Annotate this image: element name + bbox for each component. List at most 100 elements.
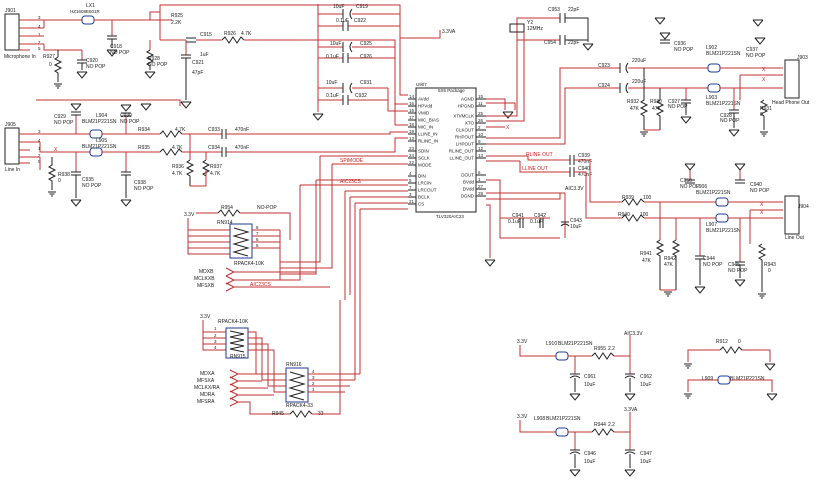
rn916-value: RPACK4-33 — [286, 403, 313, 409]
rn916-pin: 4 — [312, 369, 315, 374]
j904-label: J904 — [798, 204, 809, 210]
c940b-value: NO POP — [750, 188, 770, 194]
ic-pin-name: CS — [418, 202, 424, 207]
ferrite-l910 — [555, 351, 569, 361]
line-in-label: Line In — [5, 167, 20, 173]
c936-value: NO POP — [674, 47, 694, 53]
ic-pin-number: 13 — [478, 153, 484, 158]
ic-pin-name: SDIN — [418, 149, 429, 154]
jack-j904 — [784, 195, 800, 235]
ic-pin-name: XTI/MCLK — [453, 114, 474, 119]
c918-label: C918 — [110, 44, 122, 50]
c925-label: C925 — [360, 41, 372, 47]
jack-j903 — [784, 59, 800, 99]
c926-label: C926 — [360, 54, 372, 60]
ic-pin-number: 24 — [409, 153, 415, 158]
c930-label: C930 — [120, 113, 132, 119]
ic-pin-name: DIN — [418, 174, 426, 179]
c939-value: 470nF — [578, 159, 592, 165]
mic-in-section: J901 Microphone In 3 4 1 2 5 LX1 HZ1608E… — [4, 3, 408, 126]
resistor-pack-rn916 — [285, 367, 309, 403]
digital-section: SPIMODE AIC23CS 3.3V R954 NO-POP RN914 R… — [184, 155, 408, 388]
rn914-pin: 7 — [256, 231, 259, 236]
ic-pin-number: 21 — [409, 199, 415, 204]
ferrite-l909 — [717, 375, 731, 385]
resistor-pack-rn915 — [225, 327, 249, 359]
ic-pin-name: LLINE_IN — [418, 132, 438, 137]
ic-pin-name: DVdd — [463, 187, 475, 192]
rn914-value: RPACK4-10K — [234, 261, 265, 267]
mdxa-net: MDXA — [200, 371, 215, 377]
c924-value: 220uF — [632, 79, 646, 85]
lo-nc-2: X — [760, 210, 764, 216]
c925-value: 10uF — [330, 41, 341, 47]
ic-pin-number: 6 — [478, 170, 481, 175]
c929-value: NO POP — [54, 120, 74, 126]
supply-aic33v-2: AIC3.3V — [624, 331, 643, 337]
l904-value: BLM21P221SN — [82, 119, 117, 125]
r937-label: R937 — [210, 164, 222, 170]
r934-value: 4.7K — [175, 127, 186, 133]
ic-pin-name: HPVdd — [418, 104, 433, 109]
ic-pin-name: VMID — [418, 111, 430, 116]
ferrite-l903 — [707, 83, 721, 93]
ic-pin-name: LHPOUT — [456, 142, 475, 147]
r930-value: 47K — [652, 106, 662, 112]
jack-pin: 3 — [38, 15, 41, 20]
ic-pin-name: BCLK — [418, 195, 430, 200]
c961-value: 10uF — [584, 382, 595, 388]
c915-label: C915 — [200, 32, 212, 38]
mfsra-net: MFSRA — [197, 399, 215, 405]
c942-value: 0.1uF — [530, 219, 543, 225]
mdxb-net: MDXB — [199, 269, 214, 275]
c945-value: NO POP — [728, 268, 748, 274]
c940-value: 470nF — [578, 172, 592, 178]
c940-label: C940 — [578, 166, 590, 172]
l910-label: L910 — [546, 341, 557, 347]
jack-pin: 3 — [38, 129, 41, 134]
ferrite-l906 — [715, 197, 729, 207]
ic-pin-number: 19 — [409, 129, 415, 134]
c940b-label: C940 — [750, 182, 762, 188]
ic-pin-name: SCLK — [418, 156, 430, 161]
c962-value: 10uF — [640, 382, 651, 388]
ic-pin-number: 17 — [409, 115, 415, 120]
l910-value: BLM21P221SN — [558, 341, 593, 347]
ic-pin-number: 28 — [478, 191, 484, 196]
ic-pin-name: AGND — [461, 97, 475, 102]
supply-3v3-1: 3.3V — [184, 212, 195, 218]
ic-pin-number: 15 — [478, 94, 484, 99]
ic-pin-name: RHPOUT — [455, 135, 474, 140]
l903-label: L903 — [706, 95, 717, 101]
ic-right-wiring: Y2 12MHz C953 22pF C954 22pF X — [486, 7, 620, 162]
c947-label: C947 — [640, 451, 652, 457]
ic-pin-number: 26 — [478, 118, 484, 123]
ic-pin-number: 5 — [409, 178, 412, 183]
power-filter-analog: 3.3V L908 BLM21P221SN R944 2.2 3.3VA C94… — [517, 407, 652, 477]
l902-value: BLM21P221SN — [706, 51, 741, 57]
jack-pin: 2 — [38, 40, 41, 45]
jack-j901 — [4, 13, 20, 51]
r931-label: R931 — [760, 106, 772, 112]
rn915-value: RPACK4-10K — [218, 319, 249, 325]
line-in-section: J905 Line In 3 4 1 2 5 X L904 BLM21P221S… — [4, 99, 408, 207]
jack-pin: 4 — [38, 138, 41, 143]
ic-pin-number: 14 — [409, 94, 415, 99]
c946-label: C946 — [584, 451, 596, 457]
ic-pin-name: DOUT — [461, 173, 474, 178]
c944-value: NO POP — [703, 262, 723, 268]
ic-body — [415, 87, 477, 213]
j905-label: J905 — [5, 122, 16, 128]
ground-tie-section: R912 0 L909 BLM21P221SN — [683, 339, 778, 401]
c961-label: C961 — [584, 374, 596, 380]
r954-value: NO-POP — [257, 205, 277, 211]
r928-label: R928 — [148, 56, 160, 62]
crystal-y2 — [509, 23, 525, 33]
mdra-net: MDRA — [200, 392, 215, 398]
c936-label: C936 — [674, 41, 686, 47]
r942-value: 47K — [664, 262, 674, 268]
ic-pin-name: CLKOUT — [456, 128, 475, 133]
r943-label: R943 — [764, 262, 776, 268]
line-out-section: RLINE OUT LLINE OUT C939 470nF C940 470n… — [519, 152, 809, 299]
